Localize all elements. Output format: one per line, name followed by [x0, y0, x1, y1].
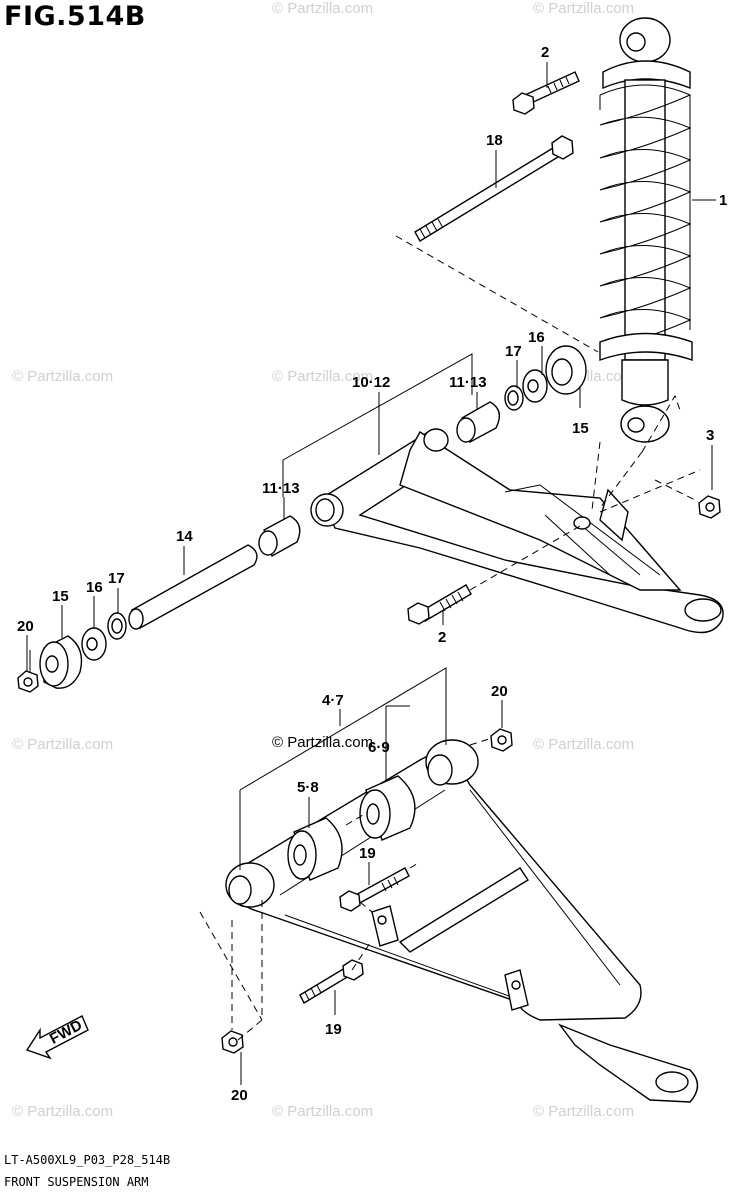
- figure-title: FIG.514B: [4, 1, 146, 32]
- watermark: © Partzilla.com: [12, 368, 114, 385]
- watermark: © Partzilla.com: [533, 1103, 635, 1120]
- callout-10-12: 10·12: [352, 374, 390, 391]
- watermark: © Partzilla.com: [533, 0, 635, 17]
- bolt-2-lower: [407, 584, 472, 625]
- watermark-dark: © Partzilla.com: [272, 734, 374, 751]
- watermark: © Partzilla.com: [272, 1103, 374, 1120]
- nut-20-left: [17, 670, 39, 693]
- callout-2: 2: [438, 629, 446, 646]
- diagram-name: FRONT SUSPENSION ARM: [4, 1175, 149, 1189]
- callout-20: 20: [231, 1087, 248, 1104]
- callout-15: 15: [572, 420, 589, 437]
- bushing-11-13-lower: [258, 515, 301, 558]
- callout-19: 19: [325, 1021, 342, 1038]
- callout-15: 15: [52, 588, 69, 605]
- leader-lines: [26, 62, 716, 1085]
- callout-labels: 1 2 2 3 4·7 5·8 6·9 10·12 11·13 11·13 14…: [17, 44, 727, 1104]
- callout-2: 2: [541, 44, 549, 61]
- collar-set-upper: [504, 345, 587, 411]
- nut-20-bottom: [221, 1030, 244, 1054]
- callout-20: 20: [17, 618, 34, 635]
- upper-arm: [310, 428, 724, 634]
- nut-20-right: [490, 728, 513, 752]
- bushing-5-8: [287, 817, 343, 881]
- callout-18: 18: [486, 132, 503, 149]
- assembly-lines: [199, 235, 701, 1041]
- lower-arm: [225, 739, 699, 1103]
- callout-17: 17: [505, 343, 522, 360]
- bolt-19-upper: [339, 867, 410, 912]
- callout-11-13: 11·13: [262, 480, 300, 497]
- collar-set-lower: [39, 612, 127, 689]
- callout-11-13: 11·13: [449, 374, 487, 391]
- callout-16: 16: [86, 579, 103, 596]
- callout-14: 14: [176, 528, 193, 545]
- callout-19: 19: [359, 845, 376, 862]
- fwd-label: FWD: [47, 1017, 85, 1048]
- bolt-2-upper: [512, 71, 580, 115]
- forward-arrow-icon: FWD: [25, 1015, 89, 1060]
- callout-16: 16: [528, 329, 545, 346]
- bushing-6-9: [359, 775, 416, 841]
- nut-3: [698, 495, 721, 519]
- bolt-18-long: [414, 135, 574, 242]
- callout-5-8: 5·8: [297, 779, 319, 796]
- diagram-code: LT-A500XL9_P03_P28_514B: [4, 1153, 171, 1167]
- bushing-11-13-upper: [456, 401, 501, 444]
- watermark: © Partzilla.com: [272, 0, 374, 17]
- pivot-shaft-14: [128, 544, 258, 630]
- callout-6-9: 6·9: [368, 739, 390, 756]
- callout-17: 17: [108, 570, 125, 587]
- callout-20: 20: [491, 683, 508, 700]
- callout-4-7: 4·7: [322, 692, 344, 709]
- callout-3: 3: [706, 427, 714, 444]
- watermark: © Partzilla.com: [12, 736, 114, 753]
- watermark: © Partzilla.com: [272, 368, 374, 385]
- watermark: © Partzilla.com: [12, 1103, 114, 1120]
- shock-absorber: [599, 17, 693, 443]
- bolt-19-lower: [299, 959, 364, 1004]
- callout-1: 1: [719, 192, 727, 209]
- watermark: © Partzilla.com: [533, 736, 635, 753]
